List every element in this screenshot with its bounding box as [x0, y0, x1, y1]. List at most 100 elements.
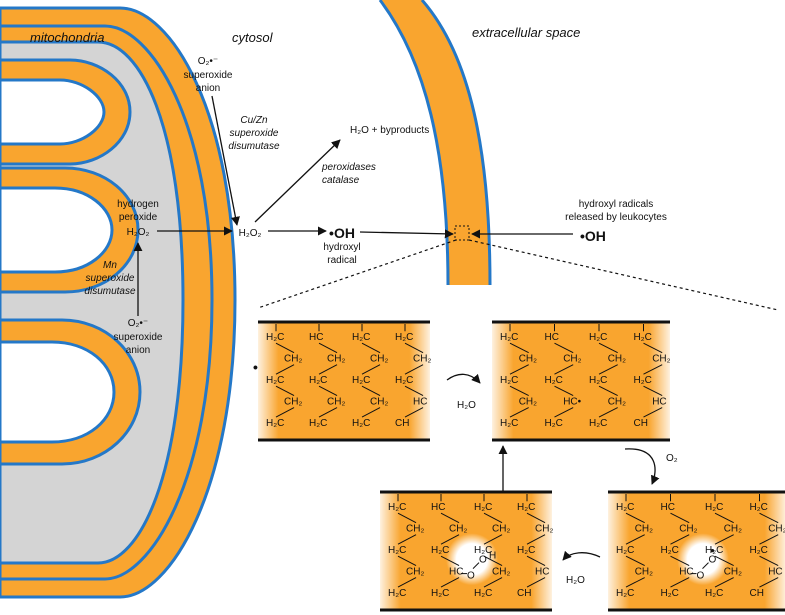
- lipid-group-label: CH₂: [608, 354, 626, 365]
- lipid-group-label: H₂C: [266, 418, 284, 429]
- lipid-group-label: H₂C: [266, 332, 284, 343]
- lipid-panel-radical: H₂CCH₂H₂CCH₂H₂CHCCH₂H₂CHC•H₂CH₂CCH₂H₂CCH…: [492, 320, 671, 442]
- anion-label-mito: anion: [126, 345, 150, 356]
- lipid-group-label: CH₂: [449, 524, 467, 535]
- hydroxyl-radical-symbol: •OH: [329, 225, 355, 241]
- oxygen-atom-label: O: [467, 571, 475, 582]
- hydroxyl-label: hydroxyl: [323, 242, 360, 253]
- water-product-2: H₂O: [566, 575, 585, 586]
- h2o-byproducts: H₂O + byproducts: [350, 125, 429, 136]
- lipid-group-label: H₂C: [616, 545, 634, 556]
- lipid-group-label: HC: [661, 502, 675, 513]
- lipid-group-label: H₂C: [500, 375, 518, 386]
- mitochondrion: [0, 6, 237, 599]
- lipid-group-label: HC: [535, 567, 549, 578]
- cell-membrane: [378, 0, 492, 286]
- lipid-group-label: H₂C: [589, 418, 607, 429]
- lipid-group-label: H₂C: [474, 502, 492, 513]
- oxygen-atom-label: O: [479, 555, 487, 566]
- mn-label-1: Mn: [103, 260, 117, 271]
- anion-label-cytosol: anion: [196, 83, 220, 94]
- o2-superoxide-mito: O₂•⁻: [128, 318, 148, 329]
- lipid-panel-peroxyl: H₂CCH₂H₂CCH₂H₂CHCCH₂H₂CHCH₂CH₂CCH₂H₂CCH₂…: [608, 490, 785, 612]
- lipid-group-label: CH₂: [724, 567, 742, 578]
- h2o2-cytosol: H₂O₂: [239, 228, 262, 239]
- lipid-group-label: H₂C: [395, 332, 413, 343]
- lipid-group-label: CH₂: [535, 524, 553, 535]
- lipid-group-label: H₂C: [705, 545, 723, 556]
- lipid-group-label: CH: [395, 418, 409, 429]
- lipid-panel-hydroperoxide: H₂CCH₂H₂CCH₂H₂CHCCH₂H₂CHCH₂CH₂CCH₂H₂CCH₂…: [380, 490, 554, 612]
- mitochondria-label: mitochondria: [30, 30, 104, 45]
- lipid-group-label: CH₂: [370, 397, 388, 408]
- lipid-group-label: CH₂: [370, 354, 388, 365]
- lipid-group-label: H₂C: [634, 375, 652, 386]
- lipid-group-label: CH₂: [492, 524, 510, 535]
- reaction-arrows: [133, 95, 660, 561]
- reaction-labels: O₂•⁻ superoxide anion Cu/Zn superoxide d…: [84, 56, 666, 356]
- cuzn-label-2: superoxide: [230, 128, 279, 139]
- lipid-group-label: H₂C: [705, 588, 723, 599]
- lipid-group-label: H₂C: [661, 588, 679, 599]
- lipid-group-label: CH₂: [406, 567, 424, 578]
- cuzn-label-1: Cu/Zn: [240, 115, 268, 126]
- extracellular-label: extracellular space: [472, 25, 580, 40]
- external-hydroxyl-radical: •OH: [580, 228, 606, 244]
- lipid-group-label: H₂C: [661, 545, 679, 556]
- lipid-group-label: H₂C: [750, 545, 768, 556]
- lipid-group-label: H₂C: [388, 545, 406, 556]
- lipid-group-label: CH₂: [563, 354, 581, 365]
- lipid-group-label: CH₂: [652, 354, 670, 365]
- lipid-group-label: HC: [652, 397, 666, 408]
- lipid-group-label: CH: [750, 588, 764, 599]
- lipid-group-label: CH₂: [284, 397, 302, 408]
- released-by-leukocytes-label: released by leukocytes: [565, 212, 667, 223]
- lipid-group-label: CH₂: [635, 567, 653, 578]
- water-product-1: H₂O: [457, 400, 476, 411]
- lipid-group-label: HC: [679, 567, 693, 578]
- lipid-group-label: CH₂: [519, 397, 537, 408]
- superoxide-label-cytosol: superoxide: [184, 70, 233, 81]
- lipid-group-label: CH₂: [406, 524, 424, 535]
- oxygen-atom-label: O: [709, 555, 717, 566]
- lipid-group-label: H₂C: [474, 545, 492, 556]
- lipid-group-label: H₂C: [352, 418, 370, 429]
- lipid-group-label: H₂C: [309, 418, 327, 429]
- lipid-group-label: H₂C: [309, 375, 327, 386]
- lipid-group-label: H₂C: [545, 418, 563, 429]
- lipid-group-label: H₂C: [500, 418, 518, 429]
- hydrogen-atom-label: H: [489, 551, 496, 562]
- lipid-group-label: HC•: [563, 397, 581, 408]
- lipid-group-label: CH: [634, 418, 648, 429]
- lipid-group-label: H₂C: [431, 545, 449, 556]
- lipid-group-label: CH₂: [413, 354, 431, 365]
- cuzn-label-3: disumutase: [228, 141, 280, 152]
- lipid-panel-initial: H₂CCH₂H₂CCH₂H₂CHCCH₂H₂CCH₂H₂CH₂CCH₂H₂CCH…: [258, 320, 432, 442]
- lipid-group-label: CH₂: [327, 397, 345, 408]
- lipid-group-label: H₂C: [750, 502, 768, 513]
- radical-label: radical: [327, 255, 356, 266]
- o2-superoxide-cytosol: O₂•⁻: [198, 56, 218, 67]
- lipid-group-label: CH₂: [284, 354, 302, 365]
- lipid-group-label: H₂C: [517, 502, 535, 513]
- lipid-group-label: H₂C: [517, 545, 535, 556]
- mn-label-2: superoxide: [86, 273, 135, 284]
- oxygen-atom-label: O: [697, 571, 705, 582]
- lipid-group-label: H₂C: [500, 332, 518, 343]
- lipid-group-label: H₂C: [352, 332, 370, 343]
- lipid-group-label: H₂C: [616, 502, 634, 513]
- superoxide-label-mito: superoxide: [114, 332, 163, 343]
- lipid-group-label: CH₂: [519, 354, 537, 365]
- lipid-group-label: H₂C: [395, 375, 413, 386]
- lipid-group-label: HC: [449, 567, 463, 578]
- lipid-group-label: CH₂: [492, 567, 510, 578]
- lipid-group-label: HC: [768, 567, 782, 578]
- mn-label-3: disumutase: [84, 286, 136, 297]
- lipid-group-label: H₂C: [634, 332, 652, 343]
- lipid-group-label: H₂C: [545, 375, 563, 386]
- lipid-group-label: CH: [517, 588, 531, 599]
- lipid-group-label: H₂C: [388, 502, 406, 513]
- lipid-group-label: HC: [309, 332, 323, 343]
- oxygen-reactant: O₂: [666, 453, 678, 464]
